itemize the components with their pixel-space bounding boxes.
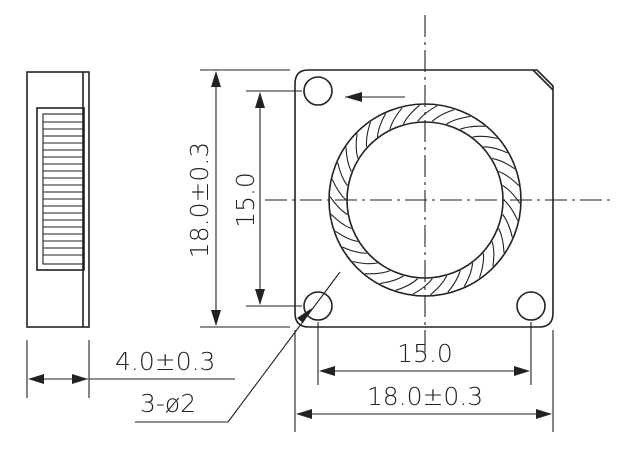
ov-arrow-top — [211, 71, 221, 87]
impeller-blade — [365, 270, 391, 275]
outer-horizontal-label: 18.0±0.3 — [367, 382, 483, 411]
impeller-blade — [498, 170, 520, 187]
fan-housing-outline — [294, 69, 554, 328]
impeller-blade — [463, 262, 474, 287]
mount-hole-bottom-left — [303, 291, 333, 321]
impeller-blade — [395, 278, 419, 291]
housing-chamfer — [532, 69, 554, 91]
side-view-outline — [26, 71, 90, 328]
hv-arrow-top — [255, 92, 265, 108]
hole-pitch-vertical-label: 15.0 — [231, 172, 260, 228]
impeller-blade — [478, 253, 485, 278]
impeller-blade — [417, 105, 438, 122]
impeller-blade — [355, 133, 359, 159]
hole-pitch-vertical-dimension: 15.0 — [231, 90, 302, 307]
outer-vertical-label: 18.0±0.3 — [185, 142, 214, 258]
impeller-blade — [483, 146, 508, 154]
impeller-blade — [431, 109, 455, 122]
hh-arrow-left — [319, 366, 335, 376]
side-view-slot-inner — [42, 113, 84, 265]
front-view — [265, 15, 615, 355]
thickness-arrow-left — [28, 374, 44, 384]
hole-pitch-horizontal-label: 15.0 — [397, 339, 453, 368]
impeller-blade — [329, 196, 348, 215]
thickness-label: 4.0±0.3 — [115, 347, 215, 376]
thickness-dimension: 4.0±0.3 — [26, 340, 235, 398]
impeller-blade — [331, 179, 347, 201]
oh-arrow-left — [296, 409, 312, 419]
impeller-blade — [447, 270, 461, 293]
ov-arrow-bottom — [211, 310, 221, 326]
impeller-blade — [402, 104, 420, 125]
impeller-blade — [345, 147, 352, 172]
hole-callout-leader — [227, 271, 341, 423]
impeller-blade — [365, 122, 372, 147]
mount-hole-top-left — [303, 76, 333, 106]
impeller-blade — [334, 230, 358, 243]
impeller-blade — [342, 246, 367, 254]
impeller-blade — [430, 275, 448, 296]
hole-callout-arrow — [297, 308, 312, 323]
mount-hole-bottom-right — [516, 291, 546, 321]
impeller-blade — [446, 115, 471, 125]
impeller-blade — [389, 107, 403, 130]
hole-callout-label: 3-ø2 — [140, 389, 196, 418]
impeller-blade — [330, 213, 352, 230]
impeller-blade — [502, 214, 513, 238]
oh-arrow-right — [536, 409, 552, 419]
hole-pitch-horizontal-dimension: 15.0 — [317, 322, 532, 385]
impeller-blade — [502, 185, 521, 204]
impeller-blade — [472, 135, 498, 140]
impeller-blade — [492, 157, 516, 170]
outer-horizontal-dimension: 18.0±0.3 — [294, 330, 554, 432]
impeller-blade — [412, 278, 433, 295]
hole-callout: 3-ø2 — [135, 271, 341, 423]
impeller-blade — [503, 199, 519, 221]
impeller-blade — [379, 275, 404, 285]
hh-arrow-right — [514, 366, 530, 376]
thickness-arrow-right — [72, 374, 88, 384]
impeller-blade — [376, 113, 387, 138]
impeller-blade — [352, 260, 378, 265]
rotation-arrow-head — [345, 92, 362, 102]
impeller-blades — [329, 104, 521, 296]
hv-arrow-bottom — [255, 289, 265, 305]
side-view — [26, 71, 90, 328]
outer-vertical-dimension: 18.0±0.3 — [185, 69, 290, 328]
impeller-blade — [498, 228, 505, 253]
impeller-blade — [459, 125, 485, 130]
side-view-slot-frame — [36, 107, 85, 271]
side-view-fins — [43, 121, 83, 256]
impeller-blade — [491, 241, 495, 267]
impeller-blade — [337, 162, 348, 186]
